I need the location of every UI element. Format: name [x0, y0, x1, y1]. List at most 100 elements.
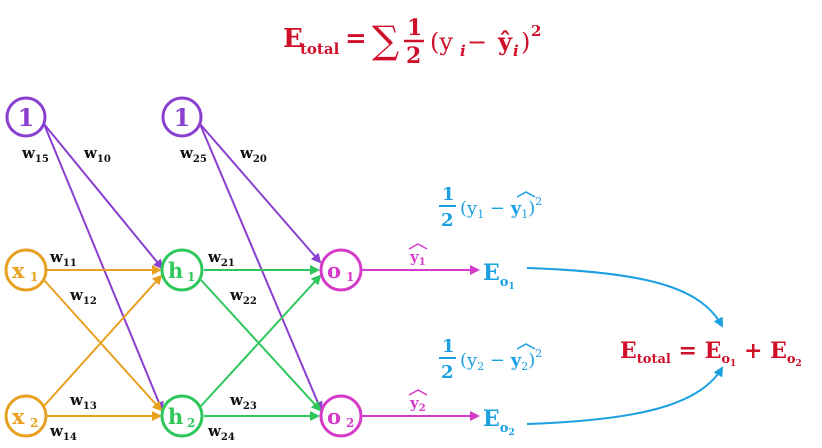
- node-h2: h 2: [160, 394, 204, 438]
- weight-w24: w24: [207, 422, 235, 443]
- yhat1-hat: [408, 243, 428, 250]
- error-term-1: 1 2 (y1 − y1)2: [439, 184, 542, 231]
- weight-w21: w21: [207, 248, 235, 269]
- formula-e: E: [283, 24, 303, 54]
- formula-equals: =: [345, 24, 367, 54]
- svg-text:y1: y1: [409, 248, 426, 268]
- formula-yhat: ŷ: [497, 27, 513, 56]
- weight-w13: w13: [69, 391, 97, 412]
- node-o1-circle: [319, 248, 363, 292]
- formula-sum: ∑: [372, 18, 399, 62]
- edge-x1-h2: [43, 279, 163, 412]
- node-h1: h 1: [160, 248, 204, 292]
- svg-text:Eo1: Eo1: [483, 260, 515, 292]
- yhat1-label: y1: [408, 243, 428, 268]
- node-o2-label: o: [327, 404, 341, 429]
- svg-text:w21: w21: [207, 248, 235, 269]
- eo1-label: Eo1: [483, 260, 515, 292]
- edge-h1-o2: [200, 279, 322, 412]
- formula-frac-den: 2: [406, 43, 421, 69]
- error-term-2-hat: [516, 343, 536, 350]
- svg-text:Eo2: Eo2: [483, 406, 515, 438]
- node-bias2-circle: [161, 96, 203, 138]
- node-o1-sub: 1: [346, 270, 354, 284]
- svg-text:w12: w12: [69, 286, 97, 307]
- svg-text:2: 2: [441, 362, 454, 383]
- formula-sub-i: i: [460, 42, 466, 60]
- svg-text:1: 1: [442, 336, 455, 357]
- edge-eo2-total: [526, 366, 724, 425]
- node-x1-circle: [4, 248, 48, 292]
- node-o2-sub: 2: [346, 416, 354, 430]
- weight-w14: w14: [49, 422, 77, 443]
- svg-text:y2: y2: [409, 394, 426, 414]
- node-bias1: 1: [5, 96, 47, 138]
- node-bias2: 1: [161, 96, 203, 138]
- node-o1: o 1: [319, 248, 363, 292]
- node-x2-circle: [4, 394, 48, 438]
- node-x1: x 1: [4, 248, 48, 292]
- edge-bias2-o1: [199, 123, 322, 264]
- node-bias1-circle: [5, 96, 47, 138]
- svg-text:w13: w13: [69, 391, 97, 412]
- svg-text:w25: w25: [179, 144, 207, 165]
- edge-bias1-h1: [43, 123, 164, 270]
- node-x2: x 2: [4, 394, 48, 438]
- yhat2-hat: [408, 389, 428, 396]
- node-h1-sub: 1: [187, 270, 195, 284]
- edge-eo1-total: [526, 267, 723, 328]
- formula-frac-num: 1: [407, 15, 422, 41]
- node-x1-sub: 1: [30, 270, 38, 284]
- svg-text:w11: w11: [49, 248, 77, 269]
- formula-sup: 2: [531, 22, 541, 40]
- formula-open: (y: [430, 28, 453, 56]
- weight-w11: w11: [49, 248, 77, 269]
- error-term-1-hat: [516, 191, 536, 198]
- node-x2-sub: 2: [30, 416, 38, 430]
- svg-text:w20: w20: [239, 144, 267, 165]
- weight-w15: w15: [21, 144, 49, 165]
- node-h1-label: h: [168, 258, 183, 283]
- node-o1-label: o: [327, 258, 341, 283]
- formula-minus: −: [467, 28, 487, 56]
- svg-text:w23: w23: [229, 391, 257, 412]
- eo2-label: Eo2: [483, 406, 515, 438]
- formula-close: ): [521, 28, 530, 56]
- svg-text:w15: w15: [21, 144, 49, 165]
- node-x2-label: x: [12, 404, 25, 429]
- node-o2: o 2: [319, 394, 363, 438]
- weight-w12: w12: [69, 286, 97, 307]
- edge-h2-o1: [200, 274, 322, 407]
- total-error-sum: Etotal = Eo1 + Eo2: [620, 338, 802, 369]
- svg-text:2: 2: [441, 210, 454, 231]
- weight-w23: w23: [229, 391, 257, 412]
- svg-text:(y1 − y1)2: (y1 − y1)2: [460, 195, 542, 221]
- error-term-2: 1 2 (y2 − y2)2: [439, 336, 542, 383]
- svg-text:w22: w22: [229, 286, 257, 307]
- weight-w20: w20: [239, 144, 267, 165]
- weight-w10: w10: [83, 144, 111, 165]
- node-bias1-label: 1: [18, 103, 35, 132]
- edge-x2-h1: [43, 274, 163, 407]
- edge-bias1-h2: [43, 123, 164, 412]
- formula-e-sub: total: [300, 40, 340, 58]
- weight-w25: w25: [179, 144, 207, 165]
- svg-text:w14: w14: [49, 422, 77, 443]
- svg-text:1: 1: [442, 184, 455, 205]
- total-error-formula: E total = ∑ 1 2 (y i − ŷ i ) 2: [283, 15, 541, 69]
- node-h1-circle: [160, 248, 204, 292]
- node-h2-label: h: [168, 404, 183, 429]
- svg-text:(y2 − y2)2: (y2 − y2)2: [460, 347, 542, 373]
- node-o2-circle: [319, 394, 363, 438]
- weight-w22: w22: [229, 286, 257, 307]
- formula-sub-i2: i: [513, 42, 519, 60]
- edge-bias2-o2: [199, 123, 323, 412]
- svg-text:Etotal = Eo1 + Eo2: Etotal = Eo1 + Eo2: [620, 338, 802, 369]
- node-h2-sub: 2: [187, 416, 195, 430]
- svg-text:w10: w10: [83, 144, 111, 165]
- node-x1-label: x: [12, 258, 25, 283]
- yhat2-label: y2: [408, 389, 428, 414]
- node-h2-circle: [160, 394, 204, 438]
- node-bias2-label: 1: [174, 103, 191, 132]
